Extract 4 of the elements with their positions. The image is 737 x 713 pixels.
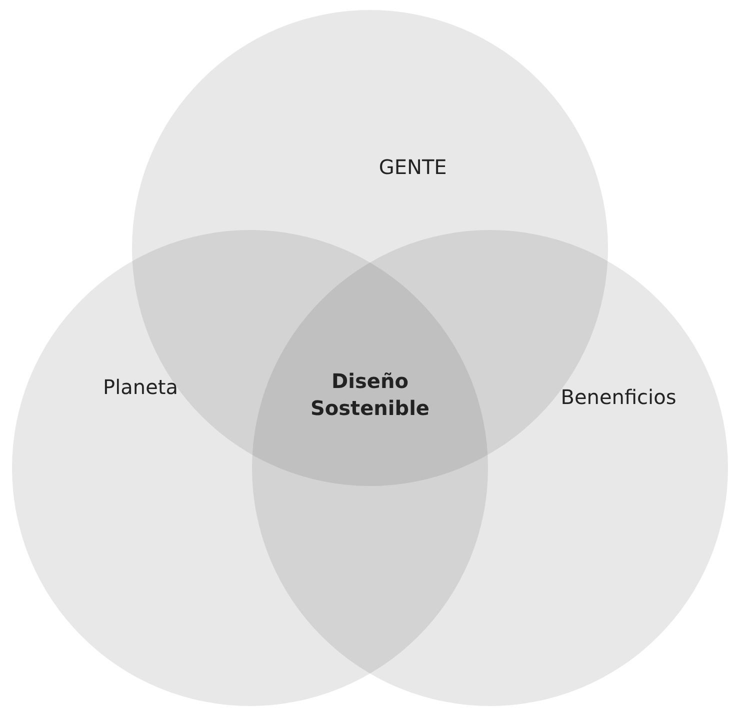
circle-label: GENTE [378, 155, 447, 180]
circle-label: Benenficios [560, 384, 676, 409]
circle-label: Planeta [103, 375, 178, 400]
overlap-label: Diseño Sostenible [309, 368, 430, 422]
